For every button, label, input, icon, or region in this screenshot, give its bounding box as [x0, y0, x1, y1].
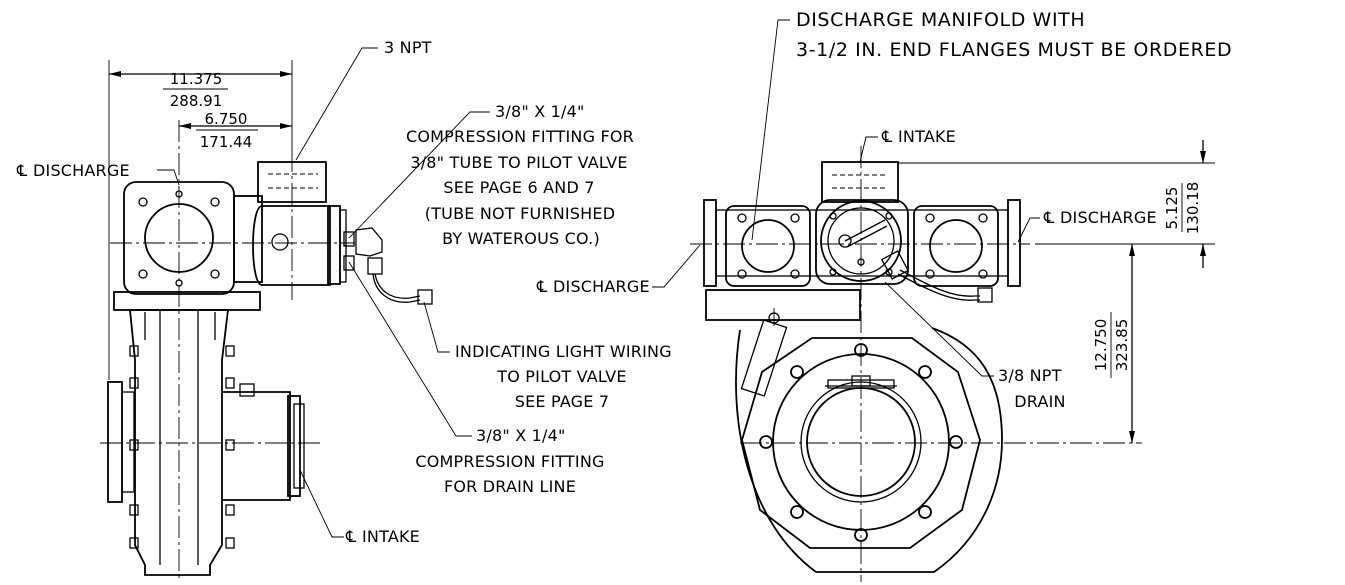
right-callouts — [652, 19, 1040, 377]
svg-text:3/8" TUBE TO PILOT VALVE: 3/8" TUBE TO PILOT VALVE — [410, 153, 627, 172]
svg-text:DISCHARGE: DISCHARGE — [33, 161, 130, 180]
svg-text:COMPRESSION FITTING FOR: COMPRESSION FITTING FOR — [406, 127, 634, 146]
light-wiring-label: INDICATING LIGHT WIRING TO PILOT VALVE S… — [455, 342, 672, 411]
fitting-pilot-label: 3/8" X 1/4" COMPRESSION FITTING FOR 3/8"… — [406, 102, 634, 248]
cl-intake-right-label: ℄ INTAKE — [881, 127, 956, 146]
svg-text:SEE PAGE 7: SEE PAGE 7 — [515, 392, 610, 411]
svg-text:FOR DRAIN LINE: FOR DRAIN LINE — [444, 477, 576, 496]
cl-discharge-left-label: ℄ DISCHARGE — [16, 161, 130, 180]
drop-dimension-in: 12.750 — [1092, 319, 1110, 372]
offset-dimension-mm: 171.44 — [200, 133, 253, 151]
svg-text:℄: ℄ — [881, 127, 893, 146]
svg-text:INTAKE: INTAKE — [362, 527, 420, 546]
svg-text:3-1/2 IN. END FLANGES MUST BE: 3-1/2 IN. END FLANGES MUST BE ORDERED — [796, 39, 1232, 61]
svg-text:INDICATING LIGHT WIRING: INDICATING LIGHT WIRING — [455, 342, 672, 361]
cl-discharge-right-mid-label: ℄ DISCHARGE — [1043, 208, 1157, 227]
manifold-label: DISCHARGE MANIFOLD WITH 3-1/2 IN. END FL… — [796, 9, 1232, 61]
svg-text:℄: ℄ — [345, 527, 357, 546]
svg-text:DISCHARGE: DISCHARGE — [1060, 208, 1157, 227]
svg-text:DISCHARGE MANIFOLD WITH: DISCHARGE MANIFOLD WITH — [796, 9, 1085, 31]
cl-discharge-right-end-label: ℄ DISCHARGE — [536, 277, 650, 296]
fitting-drain-label: 3/8" X 1/4" COMPRESSION FITTING FOR DRAI… — [415, 426, 604, 496]
height-dimension-in: 5.125 — [1163, 187, 1181, 230]
cl-intake-left-label: ℄ INTAKE — [345, 527, 420, 546]
svg-text:3/8 NPT: 3/8 NPT — [998, 366, 1062, 385]
right-dimensions — [898, 140, 1215, 444]
svg-text:SEE PAGE 6 AND 7: SEE PAGE 6 AND 7 — [443, 178, 594, 197]
svg-text:INTAKE: INTAKE — [898, 127, 956, 146]
right-front-view — [690, 146, 1140, 582]
left-side-view — [100, 120, 433, 582]
left-callouts — [157, 47, 490, 538]
svg-text:TO PILOT VALVE: TO PILOT VALVE — [496, 367, 627, 386]
bolt-ring-holes — [759, 343, 963, 542]
svg-text:BY WATEROUS CO.): BY WATEROUS CO.) — [442, 229, 600, 248]
width-dimension-mm: 288.91 — [170, 92, 223, 110]
left-dimensions — [108, 60, 293, 380]
svg-text:(TUBE NOT FURNISHED: (TUBE NOT FURNISHED — [425, 204, 615, 223]
body-bolts — [129, 345, 235, 549]
svg-text:℄: ℄ — [536, 277, 548, 296]
svg-text:℄: ℄ — [1043, 208, 1055, 227]
offset-dimension-in: 6.750 — [205, 110, 248, 128]
drop-dimension-mm: 323.85 — [1113, 319, 1131, 372]
svg-text:3/8" X 1/4": 3/8" X 1/4" — [495, 102, 585, 121]
svg-text:℄: ℄ — [16, 161, 28, 180]
width-dimension-in: 11.375 — [170, 70, 223, 88]
npt-drain-label: 3/8 NPT DRAIN — [998, 366, 1066, 411]
svg-text:DRAIN: DRAIN — [1014, 392, 1065, 411]
svg-text:3/8" X 1/4": 3/8" X 1/4" — [476, 426, 566, 445]
svg-text:DISCHARGE: DISCHARGE — [553, 277, 650, 296]
npt3-label: 3 NPT — [384, 38, 432, 57]
height-dimension-mm: 130.18 — [1184, 182, 1202, 235]
svg-text:COMPRESSION FITTING: COMPRESSION FITTING — [415, 452, 604, 471]
